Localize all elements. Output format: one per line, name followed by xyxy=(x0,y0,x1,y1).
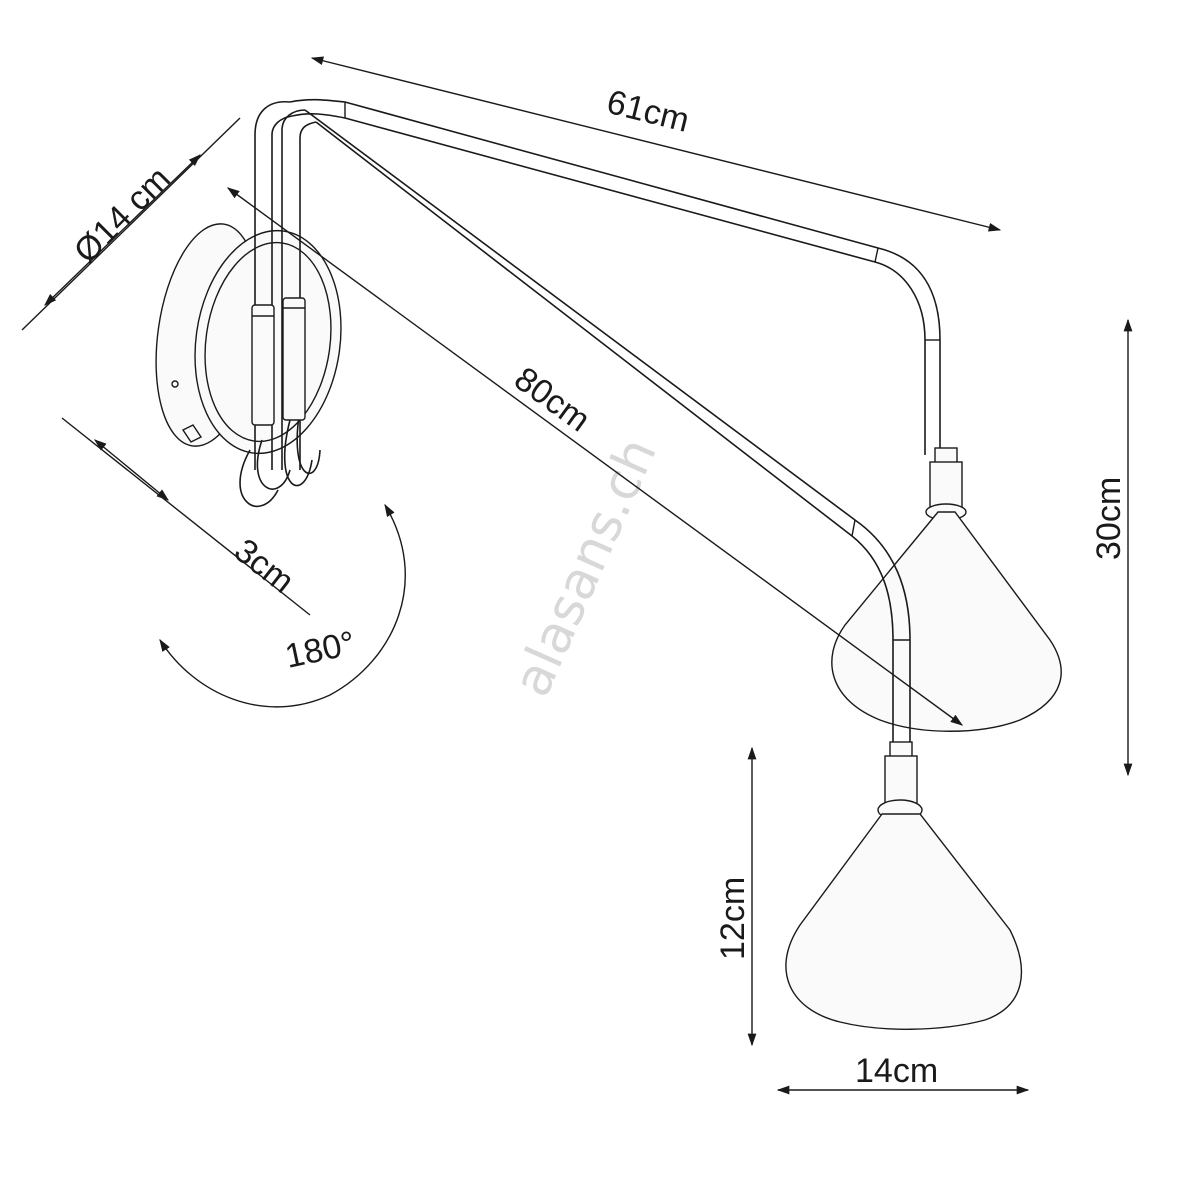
label-12cm: 12cm xyxy=(714,877,752,960)
dimension-30cm: 30cm xyxy=(1090,318,1133,777)
label-3cm: 3cm xyxy=(227,531,301,600)
dimension-12cm: 12cm xyxy=(714,746,757,1047)
lower-lamp xyxy=(785,741,1022,1030)
lower-arm xyxy=(304,109,911,748)
label-61cm: 61cm xyxy=(603,83,693,140)
label-30cm: 30cm xyxy=(1090,477,1128,560)
upper-arm xyxy=(289,98,941,455)
upper-lamp xyxy=(831,447,1062,732)
dimension-rotation: 180° xyxy=(159,503,406,708)
dimension-14cm: 14cm xyxy=(776,1052,1030,1095)
dimension-61cm: 61cm xyxy=(310,56,1002,232)
label-rotation: 180° xyxy=(282,624,359,676)
wall-base-plate xyxy=(155,223,342,455)
label-80cm: 80cm xyxy=(507,360,597,440)
label-14cm: 14cm xyxy=(855,1052,938,1090)
label-diameter: Ø14 cm xyxy=(67,160,178,271)
watermark: alasans.ch xyxy=(502,429,669,705)
